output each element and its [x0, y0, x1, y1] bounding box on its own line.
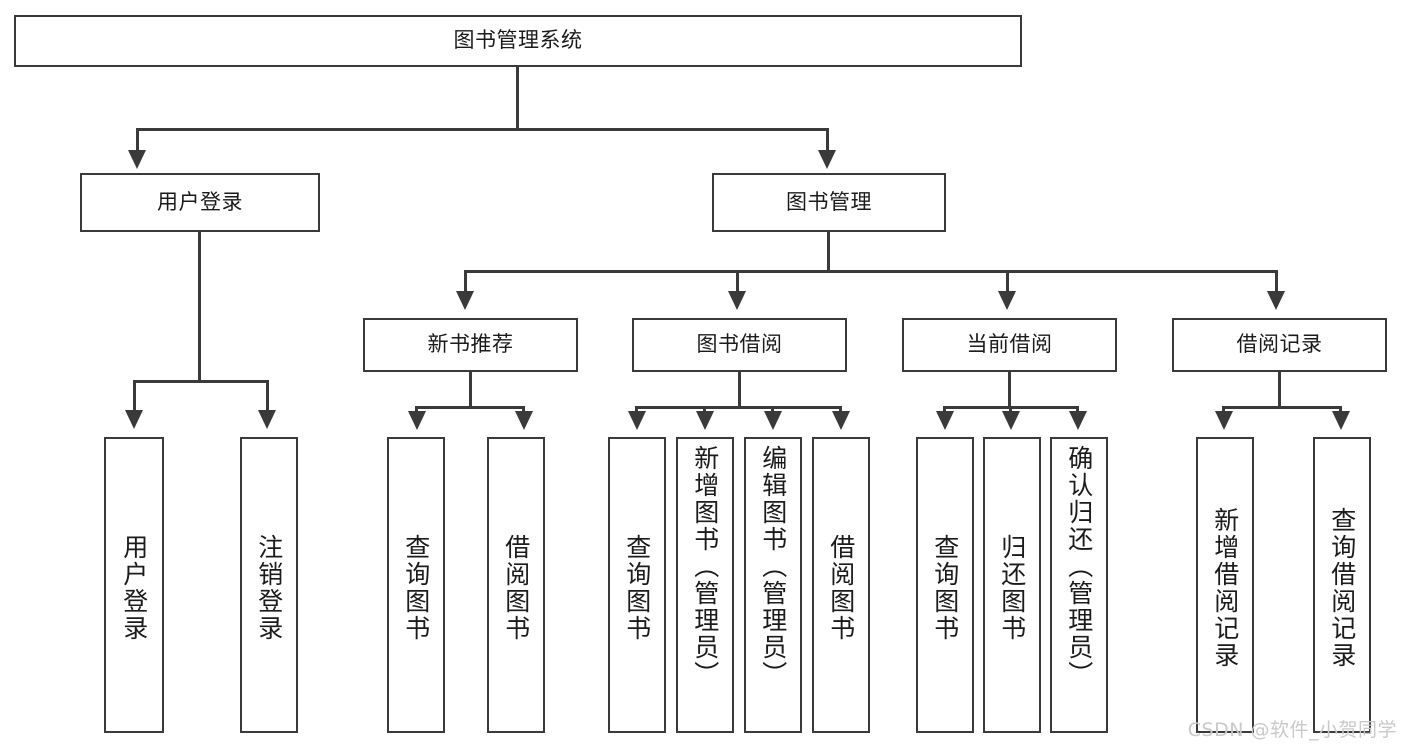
leaf-query-book-current[interactable]: 查询图书 — [916, 437, 974, 733]
node-new-book-recommend[interactable]: 新书推荐 — [363, 318, 578, 372]
connector-borrow-record-bus — [1222, 406, 1342, 409]
connector-bm-drop-4 — [1275, 270, 1278, 296]
connector-user-login-drop-2 — [266, 380, 269, 415]
leaf-add-book-admin[interactable]: 新增图书（管理员） — [676, 437, 734, 733]
connector-bm-drop-1 — [464, 270, 467, 296]
leaf-confirm-return-admin[interactable]: 确认归还（管理员） — [1050, 437, 1108, 733]
arrowhead-bm-to-new-book — [456, 291, 474, 310]
node-label: 新增图书（管理员） — [690, 445, 720, 688]
connector-current-borrow-stem — [1008, 372, 1011, 408]
node-borrow-record[interactable]: 借阅记录 — [1172, 318, 1387, 372]
node-book-management[interactable]: 图书管理 — [712, 173, 946, 232]
leaf-query-book-new[interactable]: 查询图书 — [387, 437, 445, 733]
node-label: 编辑图书（管理员） — [758, 445, 788, 688]
connector-book-borrow-bus — [635, 406, 841, 409]
arrowhead-root-to-book-manage — [818, 150, 836, 169]
node-label: 借阅记录 — [1236, 332, 1323, 357]
connector-root-stem — [516, 67, 519, 130]
leaf-query-book-borrow[interactable]: 查询图书 — [608, 437, 666, 733]
node-label: 归还图书 — [997, 534, 1027, 642]
node-label: 用户登录 — [157, 189, 243, 214]
node-label: 新增借阅记录 — [1210, 507, 1240, 669]
leaf-borrow-book-new[interactable]: 借阅图书 — [487, 437, 545, 733]
leaf-edit-book-admin[interactable]: 编辑图书（管理员） — [744, 437, 802, 733]
node-label: 当前借阅 — [966, 332, 1053, 357]
node-label: 注销登录 — [254, 534, 284, 642]
arrowhead-user-login-leaf-2 — [258, 410, 276, 429]
arrowhead-borrow-record-leaf-1 — [1215, 411, 1233, 430]
arrowhead-bm-to-book-borrow — [728, 291, 746, 310]
arrowhead-book-borrow-leaf-3 — [764, 411, 782, 430]
arrowhead-new-book-leaf-2 — [515, 411, 533, 430]
node-current-borrow[interactable]: 当前借阅 — [902, 318, 1117, 372]
connector-new-book-stem — [469, 372, 472, 408]
node-root-system[interactable]: 图书管理系统 — [14, 15, 1022, 67]
node-label: 查询借阅记录 — [1327, 507, 1357, 669]
node-label: 图书管理 — [786, 189, 872, 214]
connector-new-book-bus — [415, 406, 525, 409]
connector-book-borrow-stem — [738, 372, 741, 408]
arrowhead-new-book-leaf-1 — [408, 411, 426, 430]
connector-root-to-book-manage — [826, 128, 829, 154]
connector-bm-drop-2 — [736, 270, 739, 296]
node-label: 新书推荐 — [427, 332, 514, 357]
connector-root-bus — [136, 128, 829, 131]
node-book-borrow[interactable]: 图书借阅 — [632, 318, 847, 372]
connector-user-login-bus — [133, 380, 269, 383]
leaf-add-borrow-record[interactable]: 新增借阅记录 — [1196, 437, 1254, 733]
leaf-query-borrow-record[interactable]: 查询借阅记录 — [1313, 437, 1371, 733]
arrowhead-current-borrow-leaf-3 — [1069, 411, 1087, 430]
node-label: 借阅图书 — [826, 534, 856, 642]
node-label: 图书借阅 — [696, 332, 783, 357]
arrowhead-current-borrow-leaf-2 — [1002, 411, 1020, 430]
node-label: 图书管理系统 — [453, 28, 583, 53]
leaf-return-book[interactable]: 归还图书 — [983, 437, 1041, 733]
arrowhead-root-to-user-login — [128, 150, 146, 169]
connector-book-management-bus — [464, 270, 1278, 273]
node-label: 确认归还（管理员） — [1064, 445, 1094, 688]
arrowhead-bm-to-current-borrow — [998, 291, 1016, 310]
arrowhead-book-borrow-leaf-1 — [628, 411, 646, 430]
arrowhead-user-login-leaf-1 — [125, 410, 143, 429]
connector-borrow-record-stem — [1278, 372, 1281, 408]
connector-book-management-stem — [827, 232, 830, 272]
node-label: 查询图书 — [622, 534, 652, 642]
arrowhead-borrow-record-leaf-2 — [1332, 411, 1350, 430]
node-label: 查询图书 — [930, 534, 960, 642]
arrowhead-bm-to-borrow-record — [1267, 291, 1285, 310]
connector-user-login-stem — [198, 232, 201, 382]
arrowhead-book-borrow-leaf-2 — [696, 411, 714, 430]
node-label: 用户登录 — [119, 534, 149, 642]
connector-bm-drop-3 — [1006, 270, 1009, 296]
arrowhead-current-borrow-leaf-1 — [936, 411, 954, 430]
node-user-login[interactable]: 用户登录 — [80, 173, 320, 232]
node-label: 查询图书 — [401, 534, 431, 642]
leaf-user-login[interactable]: 用户登录 — [104, 437, 164, 733]
node-label: 借阅图书 — [501, 534, 531, 642]
connector-user-login-drop-1 — [133, 380, 136, 415]
leaf-borrow-book[interactable]: 借阅图书 — [812, 437, 870, 733]
leaf-logout[interactable]: 注销登录 — [240, 437, 298, 733]
arrowhead-book-borrow-leaf-4 — [832, 411, 850, 430]
connector-root-to-user-login — [136, 128, 139, 154]
